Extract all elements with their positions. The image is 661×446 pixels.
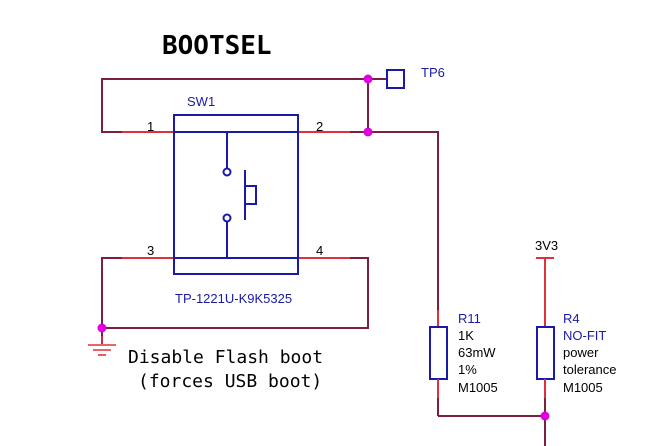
r4-package: M1005 — [563, 380, 603, 395]
ground-symbol — [88, 336, 116, 356]
r4-line3: power — [563, 345, 599, 360]
r4-ref: R4 — [563, 311, 580, 326]
r11-value: 1K — [458, 328, 474, 343]
sw1-ref: SW1 — [187, 94, 215, 109]
resistor-r4: R4 NO-FIT power tolerance M1005 — [536, 258, 616, 398]
sw1-pin3-label: 3 — [147, 243, 154, 258]
r4-line4: tolerance — [563, 362, 616, 377]
sw1-pin2-label: 2 — [316, 119, 323, 134]
sw1-part-number: TP-1221U-K9K5325 — [175, 291, 292, 306]
tp6-pad — [386, 69, 405, 89]
wire-bottom-loop — [101, 257, 369, 329]
r4-value: NO-FIT — [563, 328, 606, 343]
r11-tolerance: 1% — [458, 362, 477, 377]
resistor-r11: R11 1K 63mW 1% M1005 — [429, 310, 498, 398]
r11-ref: R11 — [458, 311, 481, 326]
junction-tp6 — [363, 74, 373, 84]
r11-body — [429, 326, 448, 380]
r4-body — [536, 326, 555, 380]
schematic-title: BOOTSEL — [162, 31, 272, 61]
wire-to-r11 — [368, 131, 439, 310]
junction-pin2 — [363, 127, 373, 137]
junctions — [97, 74, 550, 421]
junction-r11-r4 — [540, 411, 550, 421]
sw1-pin1-label: 1 — [147, 119, 154, 134]
wire-top-loop — [101, 78, 369, 133]
sw1-actuator-button — [245, 185, 257, 205]
wires — [101, 78, 546, 446]
tp6-label: TP6 — [421, 65, 445, 80]
note-line-1: Disable Flash boot — [128, 347, 323, 368]
testpoint-tp6: TP6 — [386, 65, 445, 89]
rail-3v3-label: 3V3 — [535, 238, 558, 253]
r11-package: M1005 — [458, 380, 498, 395]
sw1-contact-top — [222, 167, 232, 177]
switch-sw1: SW1 1 2 3 4 TP-1221U-K9K5325 — [122, 94, 350, 306]
sw1-pin4-label: 4 — [316, 243, 323, 258]
r11-power: 63mW — [458, 345, 496, 360]
rail-3v3: 3V3 — [535, 238, 558, 259]
junction-ground — [97, 323, 107, 333]
sw1-contact-bottom — [222, 213, 232, 223]
sw1-body — [173, 114, 299, 275]
note-line-2: (forces USB boot) — [138, 371, 322, 392]
